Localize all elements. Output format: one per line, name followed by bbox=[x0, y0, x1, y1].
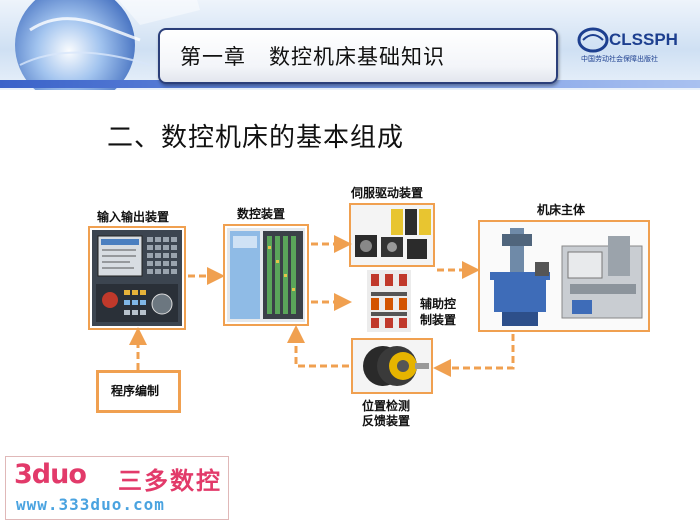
encoder-icon bbox=[353, 340, 431, 392]
label-servo-drive: 伺服驱动装置 bbox=[351, 186, 424, 200]
chapter-title: 第一章 数控机床基础知识 bbox=[180, 45, 446, 69]
arrow-machine-to-feedback bbox=[433, 334, 515, 377]
watermark-brand: 3duo bbox=[14, 459, 87, 490]
label-aux-control-1: 辅助控 bbox=[420, 297, 457, 311]
publisher-emblem-icon bbox=[577, 27, 609, 53]
header-rule bbox=[0, 80, 700, 88]
feedback-device-panel bbox=[351, 338, 433, 394]
machine-body-panel bbox=[478, 220, 650, 332]
machine-tool-icon bbox=[480, 222, 648, 330]
cnc-device-panel bbox=[223, 224, 309, 326]
watermark: 3duo 三多数控 www.333duo.com bbox=[5, 456, 229, 520]
servo-motor-icon bbox=[351, 205, 433, 265]
servo-drive-panel bbox=[349, 203, 435, 267]
section-title: 二、数控机床的基本组成 bbox=[107, 123, 405, 153]
arrow-feedback-to-cnc bbox=[287, 325, 349, 368]
label-program: 程序编制 bbox=[111, 384, 160, 398]
program-box: 程序编制 bbox=[96, 370, 181, 413]
logo-subtitle: 中国劳动社会保障出版社 bbox=[581, 55, 658, 63]
publisher-logo: CLSSPH 中国劳动社会保障出版社 bbox=[575, 24, 695, 72]
cnc-control-panel-icon bbox=[92, 230, 182, 326]
chapter-title-box: 第一章 数控机床基础知识 bbox=[158, 28, 558, 84]
label-io-device: 输入输出装置 bbox=[97, 210, 170, 224]
label-feedback-1: 位置检测 bbox=[362, 399, 411, 413]
io-device-panel bbox=[88, 226, 186, 330]
globe-decoration-icon bbox=[15, 0, 200, 90]
label-machine-body: 机床主体 bbox=[537, 203, 586, 217]
label-aux-control-2: 制装置 bbox=[420, 313, 457, 327]
logo-text: CLSSPH bbox=[609, 30, 678, 49]
label-cnc-device: 数控装置 bbox=[237, 207, 286, 221]
aux-control-panel bbox=[367, 270, 411, 332]
relay-board-icon bbox=[367, 270, 411, 332]
label-feedback-2: 反馈装置 bbox=[362, 414, 411, 428]
watermark-cn-name: 三多数控 bbox=[118, 467, 222, 495]
watermark-url: www.333duo.com bbox=[16, 495, 165, 514]
cnc-cabinet-icon bbox=[227, 228, 305, 322]
